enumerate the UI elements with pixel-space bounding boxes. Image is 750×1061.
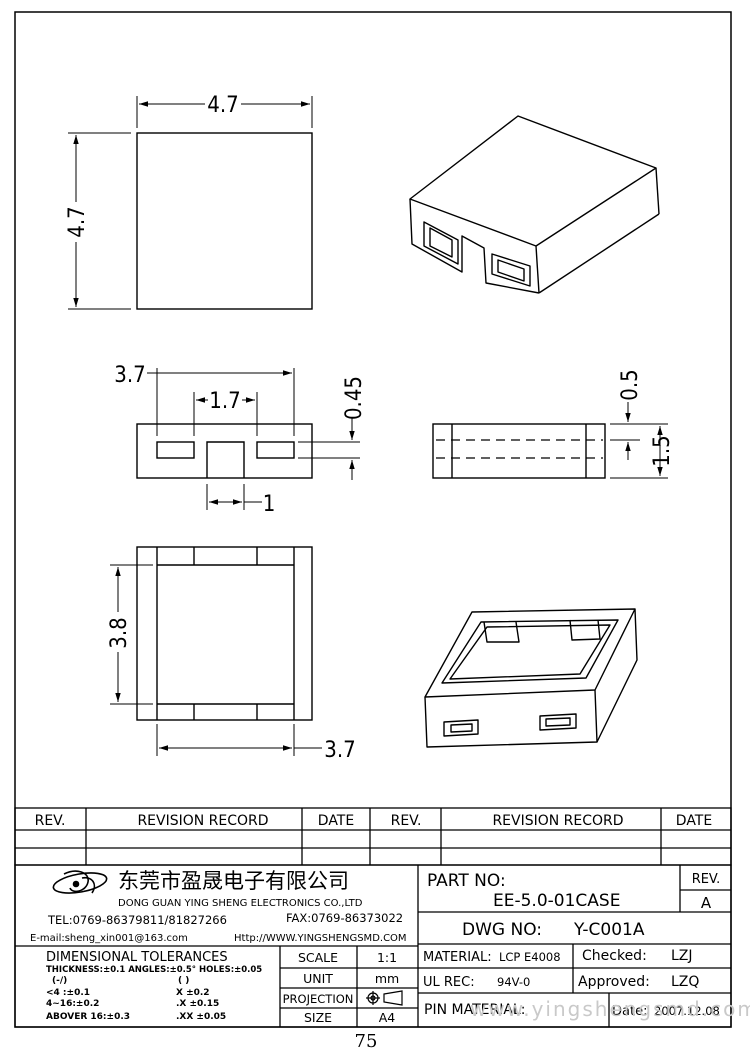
- iso-view-open: [424, 608, 638, 748]
- tolerances-title: DIMENSIONAL TOLERANCES: [46, 950, 228, 965]
- dim-bottom-width: 3.7: [324, 738, 355, 763]
- watermark: www.yingshengsmd.com: [470, 997, 750, 1021]
- tolerances-row2a: 4~16:±0.2: [46, 999, 99, 1009]
- unit-value: mm: [375, 971, 399, 986]
- title-block-grid: [14, 864, 732, 1028]
- projection-label: PROJECTION: [283, 992, 354, 1006]
- bottom-view: [136, 546, 313, 721]
- tolerances-row1a: <4 :±0.1: [46, 988, 90, 998]
- dim-front-width: 3.7: [114, 363, 145, 388]
- date-value: 2007.12.08: [654, 1004, 720, 1018]
- date-header-2: DATE: [676, 813, 712, 829]
- dim-bottom-height: 3.8: [107, 617, 132, 648]
- scale-label: SCALE: [298, 950, 338, 965]
- dwg-no-label: DWG NO:: [462, 920, 542, 940]
- dim-front-slot: 1: [263, 492, 276, 517]
- company-name-cn: 东莞市盈晟电子有限公司: [118, 869, 349, 893]
- top-view-dimensions: [68, 96, 313, 310]
- checked-label: Checked:: [582, 948, 647, 964]
- projection-symbol-icon: [366, 990, 403, 1006]
- checked-value: LZJ: [671, 948, 693, 964]
- approved-value: LZQ: [671, 974, 699, 990]
- rev-header-2: REV.: [391, 813, 422, 829]
- dim-front-offset: 0.45: [342, 376, 367, 420]
- tolerances-col1-header: (-/): [52, 976, 67, 986]
- dwg-no-value: Y-C001A: [573, 920, 645, 940]
- dim-side-height: 1.5: [650, 435, 675, 466]
- pin-material-label: PIN MATERIAL:: [424, 1002, 525, 1018]
- rev-header-1: REV.: [35, 813, 66, 829]
- company-tel: TEL:0769-86379811/81827266: [47, 913, 227, 927]
- record-header-1: REVISION RECORD: [137, 813, 268, 829]
- tolerances-row1b: X ±0.2: [176, 988, 210, 998]
- material-label: MATERIAL:: [423, 950, 492, 965]
- tolerances-row2b: .X ±0.15: [176, 999, 219, 1009]
- dim-side-top: 0.5: [618, 369, 643, 400]
- tolerances-row3a: ABOVER 16:±0.3: [46, 1012, 130, 1022]
- side-view: [432, 423, 606, 479]
- date-header-1: DATE: [318, 813, 354, 829]
- record-header-2: REVISION RECORD: [492, 813, 623, 829]
- tolerances-line1: THICKNESS:±0.1 ANGLES:±0.5° HOLES:±0.05: [46, 965, 262, 975]
- dim-front-inner: 1.7: [209, 389, 240, 414]
- part-no-value: EE-5.0-01CASE: [493, 891, 620, 911]
- ul-value: 94V-0: [497, 975, 530, 989]
- page-number: 75: [355, 1031, 378, 1052]
- ul-label: UL REC:: [423, 975, 475, 990]
- company-fax: FAX:0769-86373022: [286, 911, 403, 925]
- material-value: LCP E4008: [499, 950, 561, 964]
- side-view-hidden-lines: [436, 439, 603, 459]
- rev-label: REV.: [692, 872, 721, 887]
- company-logo: [52, 870, 108, 894]
- front-view: [136, 423, 313, 479]
- side-view-dimensions: [610, 402, 668, 479]
- tolerances-col2-header: ( ): [178, 976, 189, 986]
- size-label: SIZE: [304, 1010, 332, 1025]
- company-name-en: DONG GUAN YING SHENG ELECTRONICS CO.,LTD: [118, 898, 363, 909]
- scale-value: 1:1: [377, 950, 397, 965]
- top-view: [136, 132, 313, 310]
- dim-top-width: 4.7: [207, 93, 238, 118]
- company-email: E-mail:sheng_xin001@163.com: [30, 933, 188, 944]
- rev-value: A: [701, 894, 712, 912]
- part-no-label: PART NO:: [427, 871, 506, 891]
- tolerances-row3b: .XX ±0.05: [176, 1012, 226, 1022]
- revision-table: [14, 807, 732, 866]
- approved-label: Approved:: [578, 974, 650, 990]
- size-value: A4: [379, 1010, 396, 1025]
- iso-view-closed: [409, 115, 660, 294]
- dim-top-height: 4.7: [65, 206, 90, 237]
- bottom-view-dimensions: [110, 564, 322, 756]
- date-label: Date:: [612, 1004, 647, 1019]
- unit-label: UNIT: [303, 971, 333, 986]
- company-web: Http://WWW.YINGSHENGSMD.COM: [234, 933, 407, 944]
- front-view-dimensions: [147, 368, 360, 510]
